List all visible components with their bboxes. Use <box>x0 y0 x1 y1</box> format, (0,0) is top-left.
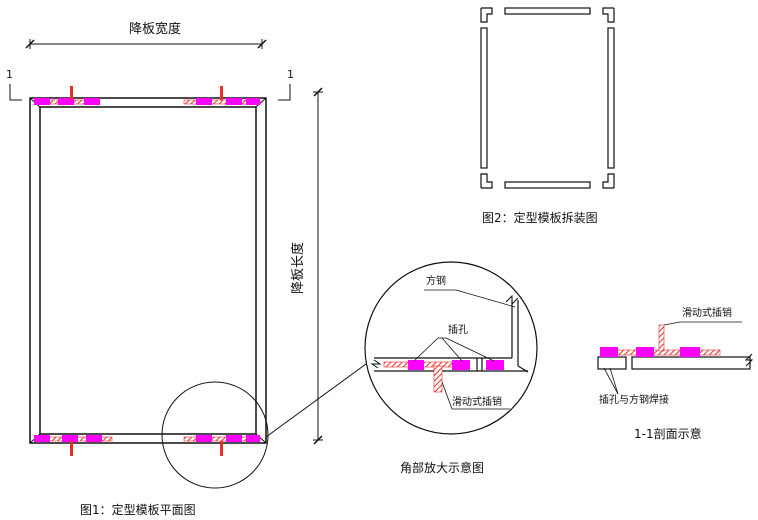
label-hole: 插孔 <box>448 323 468 336</box>
width-dimension: 降板宽度 <box>25 21 267 49</box>
detail-caption: 角部放大示意图 <box>400 460 484 475</box>
length-dimension: 降板长度 <box>290 87 323 445</box>
section-mark-right-text: 1 <box>287 68 294 81</box>
fig2-disassembly-view: 图2：定型模板拆装图 <box>480 7 615 225</box>
label-sliding-pin-detail: 滑动式插销 <box>452 395 502 408</box>
section-mark-right: 1 <box>278 68 294 101</box>
label-weld: 插孔与方钢焊接 <box>599 393 669 406</box>
section-caption: 1-1剖面示意 <box>634 426 702 441</box>
sliding-pin-top-left <box>34 86 100 105</box>
label-square-steel: 方钢 <box>426 274 446 287</box>
corner-detail-view: 方钢 插孔 滑动式插销 角部放大示意图 <box>364 261 538 475</box>
fig1-plan-view: 降板宽度 1 1 <box>6 21 367 517</box>
sliding-pin-top-right <box>183 86 261 105</box>
section-mark-left: 1 <box>6 68 22 101</box>
template-frame <box>29 97 267 444</box>
section-1-1-view: 滑动式插销 插孔与方钢焊接 1-1剖面示意 <box>597 306 754 441</box>
section-mark-left-text: 1 <box>6 68 13 81</box>
sliding-pin-bottom-right <box>183 435 261 456</box>
label-sliding-pin-section: 滑动式插销 <box>682 306 732 319</box>
sliding-pin-bottom-left <box>34 435 113 456</box>
fig1-caption: 图1：定型模板平面图 <box>80 502 196 517</box>
length-label: 降板长度 <box>290 242 306 294</box>
fig2-caption: 图2：定型模板拆装图 <box>482 210 598 225</box>
detail-leader-line <box>265 363 367 438</box>
width-label: 降板宽度 <box>129 21 181 37</box>
